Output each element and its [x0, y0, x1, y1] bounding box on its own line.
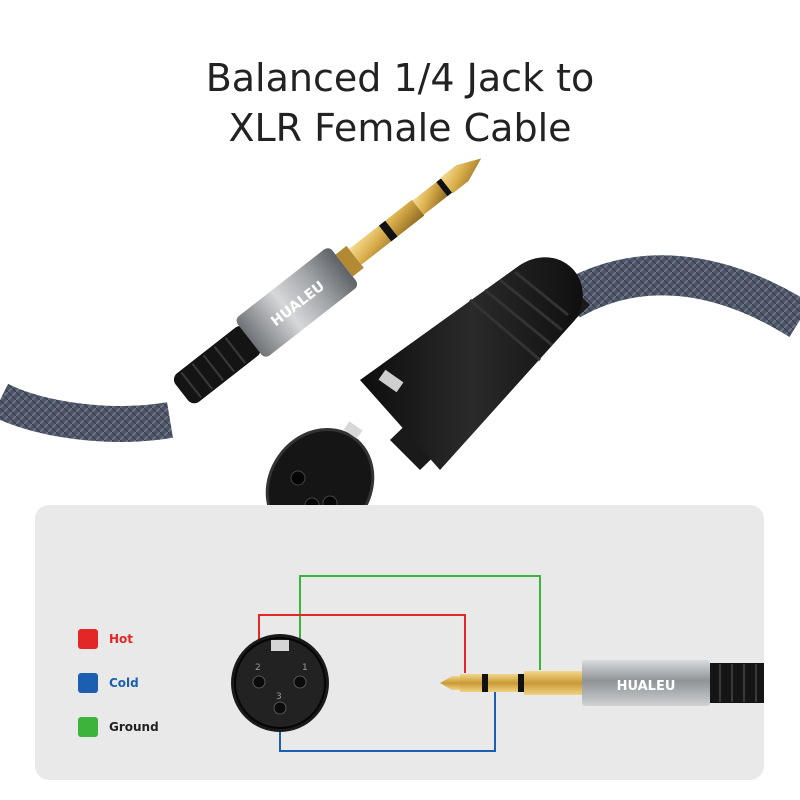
title-line-1: Balanced 1/4 Jack to — [205, 56, 595, 101]
legend-swatch-cold — [78, 673, 98, 693]
product-photo: HUALEU — [0, 158, 800, 510]
legend-item-cold: Cold — [78, 672, 159, 694]
trs-plug-icon: HUALEU — [173, 158, 482, 404]
legend-label-hot: Hot — [109, 632, 134, 646]
page-title: Balanced 1/4 Jack to XLR Female Cable — [0, 53, 800, 153]
title-line-2: XLR Female Cable — [228, 106, 572, 151]
legend-label-ground: Ground — [109, 720, 159, 734]
legend-swatch-hot — [78, 629, 98, 649]
wiring-legend: Hot Cold Ground — [78, 628, 159, 760]
legend-label-cold: Cold — [109, 676, 139, 690]
legend-swatch-ground — [78, 717, 98, 737]
legend-item-hot: Hot — [78, 628, 159, 650]
legend-item-ground: Ground — [78, 716, 159, 738]
